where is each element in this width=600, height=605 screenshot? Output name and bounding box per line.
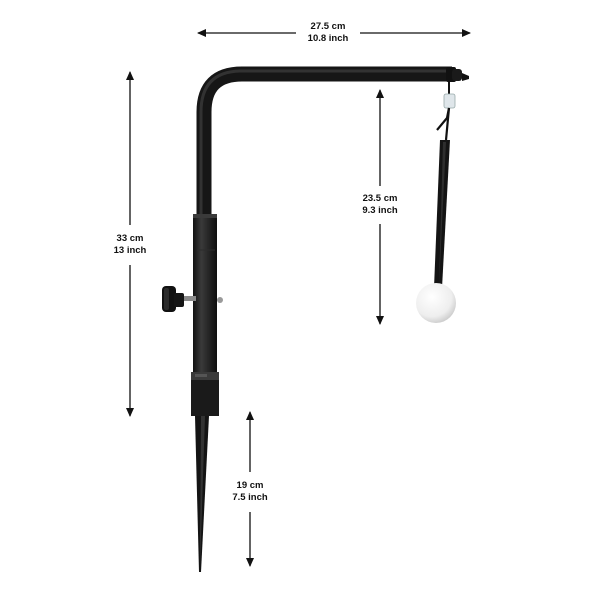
bent-arm-tube — [196, 66, 469, 222]
spike-length-label: 19 cm 7.5 inch — [232, 480, 267, 504]
spike-length-inch: 7.5 inch — [232, 492, 268, 503]
height-inch: 13 inch — [113, 245, 147, 256]
spike-length-cm: 19 cm — [236, 480, 264, 491]
base-block — [191, 372, 219, 416]
swing-rod — [434, 140, 450, 288]
width-cm: 27.5 cm — [310, 21, 346, 32]
tightening-knob — [162, 286, 184, 312]
ground-spike — [195, 416, 209, 572]
adjustable-sleeve — [180, 214, 223, 374]
drop-length-label: 23.5 cm 9.3 inch — [362, 193, 397, 217]
drop-length-cm: 23.5 cm — [362, 193, 398, 204]
width-label: 27.5 cm 10.8 inch — [308, 21, 349, 45]
golf-ball — [416, 283, 456, 323]
height-cm: 33 cm — [116, 233, 144, 244]
elastic-cord — [436, 80, 456, 141]
drop-length-inch: 9.3 inch — [362, 205, 398, 216]
width-inch: 10.8 inch — [307, 33, 349, 44]
height-label: 33 cm 13 inch — [114, 233, 147, 257]
